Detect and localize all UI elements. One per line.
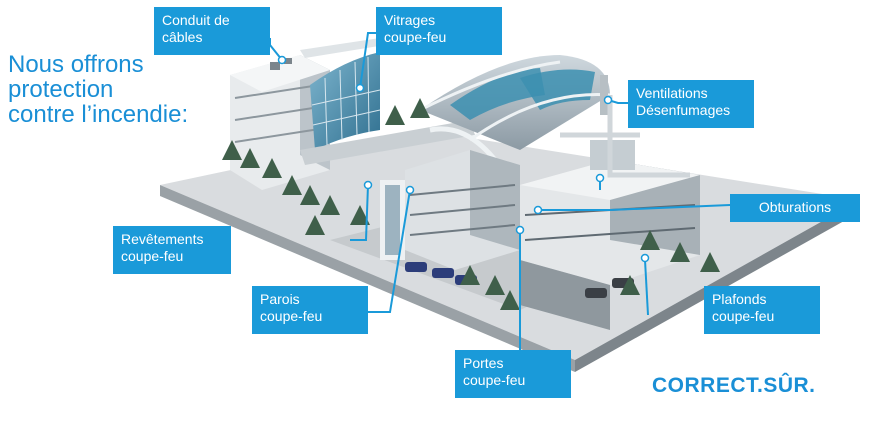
callout-vitrages-coupe-feu: Vitrages coupe-feu [376,7,502,55]
headline-line-2: protection [8,76,114,103]
brand-slogan: CORRECT.SÛR. [652,374,816,397]
headline-line-1: Nous offrons [8,51,144,78]
callout-obturations: Obturations [730,194,860,222]
leader-dots [277,55,650,263]
callout-revetements-coupe-feu: Revêtements coupe-feu [113,226,231,274]
headline-line-3: contre l’incendie: [8,101,189,128]
callout-parois-coupe-feu: Parois coupe-feu [252,286,368,334]
arched-roof [419,55,611,202]
trees [222,98,720,310]
callout-portes-coupe-feu: Portes coupe-feu [455,350,571,398]
headline: Nous offrons protection contre l’incendi… [8,52,188,127]
callout-ventilations-desenfumages: Ventilations Désenfumages [628,80,754,128]
leader-lines [269,32,731,360]
callout-conduit-de-cables: Conduit de câbles [154,7,270,55]
callout-plafonds-coupe-feu: Plafonds coupe-feu [704,286,820,334]
